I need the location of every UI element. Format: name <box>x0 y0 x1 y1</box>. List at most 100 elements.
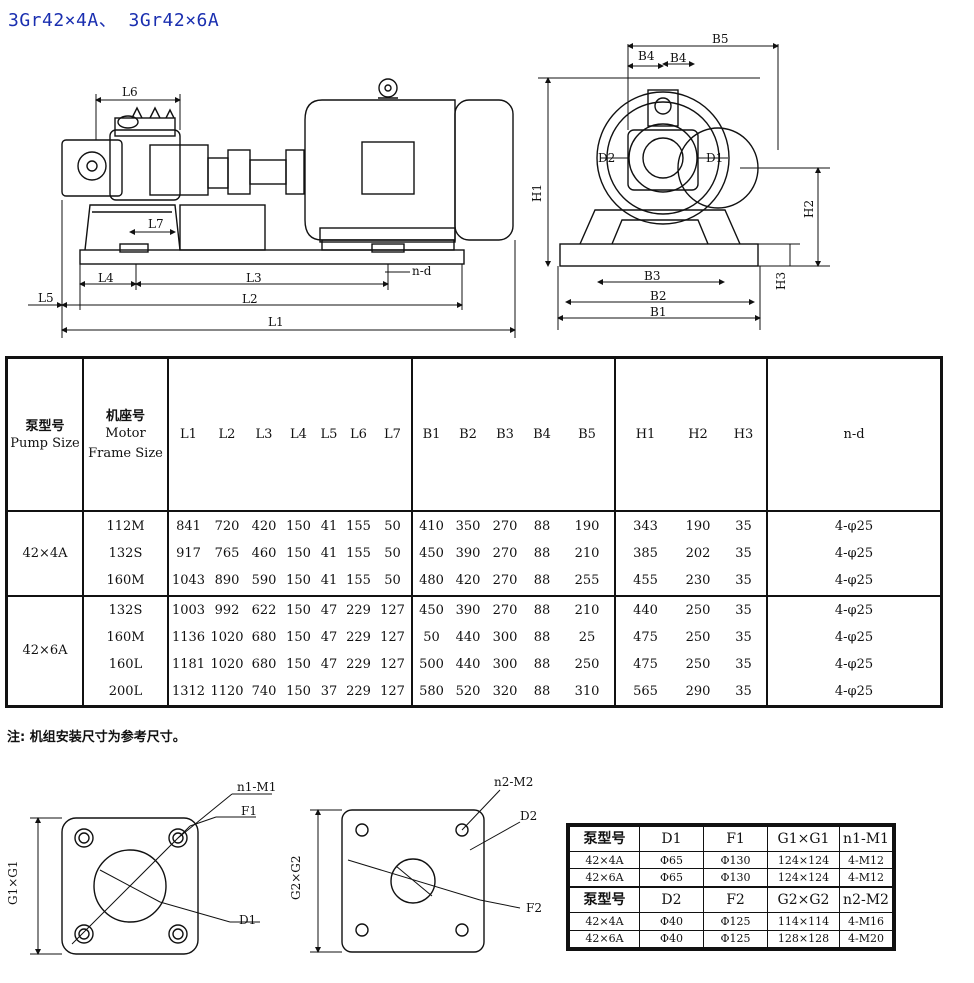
flange-header-cell: 泵型号 <box>569 886 640 914</box>
side-view-dimensions <box>28 94 516 338</box>
value-cell: 740 <box>251 684 277 700</box>
value-cell: 25 <box>560 624 616 652</box>
value-cell: 270 <box>492 518 518 534</box>
value-cell: 150 <box>286 630 311 646</box>
value-cell: 255 <box>560 566 616 597</box>
page-title: 3Gr42×4A、 3Gr42×6A <box>8 10 220 31</box>
svg-text:H3: H3 <box>774 272 788 290</box>
svg-text:B3: B3 <box>644 269 660 283</box>
value-cell: 155 <box>346 545 371 561</box>
value-cell: 450 <box>419 545 444 561</box>
value-cell: 270 <box>486 566 524 597</box>
col-header-b4: B4 <box>524 359 560 513</box>
flange-value-cell: 42×4A <box>569 912 640 931</box>
value-cell: 390 <box>455 602 481 618</box>
value-cell: 35 <box>721 540 768 567</box>
value-cell: 4-φ25 <box>834 518 874 534</box>
col-header-l1: L1 <box>168 359 208 513</box>
motor-frame-cell: 160M <box>83 566 169 597</box>
value-cell: 127 <box>374 651 413 679</box>
svg-text:H2: H2 <box>802 200 816 218</box>
value-cell: 1043 <box>168 566 208 597</box>
svg-text:D2: D2 <box>598 151 615 165</box>
value-cell: 35 <box>721 624 768 652</box>
value-cell: 460 <box>251 545 277 561</box>
value-cell: 250 <box>685 602 711 618</box>
motor-frame-cell: 160L <box>83 651 169 679</box>
value-cell: 475 <box>633 630 658 646</box>
value-cell: 480 <box>412 566 450 597</box>
col-header-l3: L3 <box>246 359 282 513</box>
value-cell: 4-φ25 <box>834 545 874 561</box>
value-cell: 35 <box>721 595 768 625</box>
value-cell: 4-φ25 <box>834 657 874 673</box>
value-cell: 622 <box>251 602 277 618</box>
col-header-l7: L7 <box>374 359 413 513</box>
flange-value-cell: Φ130 <box>703 868 768 888</box>
svg-text:D1: D1 <box>706 151 723 165</box>
flange-value-cell: 124×124 <box>767 868 840 888</box>
flange-1-labels: n1-M1 F1 D1 G1×G1 <box>6 780 276 927</box>
value-cell: 4-φ25 <box>834 630 874 646</box>
value-cell: 50 <box>374 511 413 541</box>
flange-header-cell: 泵型号 <box>569 826 640 852</box>
end-view-dimensions <box>538 43 830 330</box>
motor-frame-cell: 160M <box>83 624 169 652</box>
svg-text:B2: B2 <box>650 289 666 303</box>
value-cell: 37 <box>320 684 338 700</box>
flange-value-cell: 4-M16 <box>839 912 893 931</box>
value-cell: 390 <box>455 545 481 561</box>
value-cell: 300 <box>492 657 518 673</box>
end-view-labels: B4 B4 B5 D2 D1 B3 B2 B1 H1 H2 H3 <box>530 32 816 319</box>
value-cell: 455 <box>615 566 675 597</box>
flange-header-cell: n1-M1 <box>839 826 893 852</box>
value-cell: 150 <box>286 518 311 534</box>
svg-text:G2×G2: G2×G2 <box>289 856 303 901</box>
value-cell: 127 <box>374 624 413 652</box>
flange-value-cell: 4-M12 <box>839 868 893 888</box>
flange-value-cell: Φ65 <box>639 850 704 870</box>
flange-value-cell: Φ125 <box>703 929 768 949</box>
value-cell: 88 <box>533 545 551 561</box>
col-header-nd: n-d <box>767 359 940 513</box>
value-cell: 590 <box>246 566 282 597</box>
svg-text:L7: L7 <box>148 217 164 231</box>
value-cell: 127 <box>374 595 413 625</box>
flange-value-cell: 4-M12 <box>839 850 893 870</box>
col-header-h1: H1 <box>615 359 675 513</box>
svg-text:n-d: n-d <box>412 264 432 278</box>
value-cell: 47 <box>320 630 338 646</box>
value-cell: 475 <box>633 657 658 673</box>
svg-text:G1×G1: G1×G1 <box>6 861 20 906</box>
flange-header-cell: D2 <box>639 886 704 914</box>
value-cell: 1136 <box>171 630 206 646</box>
value-cell: 47 <box>320 657 338 673</box>
value-cell: 890 <box>208 566 246 597</box>
value-cell: 190 <box>560 511 616 541</box>
value-cell: 992 <box>214 602 240 618</box>
pump-size-cell: 42×6A <box>8 595 84 705</box>
col-header-h3: H3 <box>721 359 768 513</box>
value-cell: 565 <box>633 684 658 700</box>
value-cell: 440 <box>455 630 481 646</box>
value-cell: 35 <box>721 511 768 541</box>
value-cell: 155 <box>346 518 371 534</box>
value-cell: 1120 <box>210 684 244 700</box>
value-cell: 127 <box>374 678 413 705</box>
value-cell: 210 <box>560 595 616 625</box>
svg-text:n2-M2: n2-M2 <box>494 775 533 789</box>
value-cell: 88 <box>533 657 551 673</box>
value-cell: 580 <box>419 684 444 700</box>
value-cell: 88 <box>533 518 551 534</box>
flange-value-cell: Φ130 <box>703 850 768 870</box>
value-cell: 520 <box>455 684 481 700</box>
motor-frame-cell: 132S <box>83 540 169 567</box>
value-cell: 290 <box>685 684 711 700</box>
flange-value-cell: Φ65 <box>639 868 704 888</box>
value-cell: 680 <box>251 630 277 646</box>
value-cell: 440 <box>633 602 658 618</box>
